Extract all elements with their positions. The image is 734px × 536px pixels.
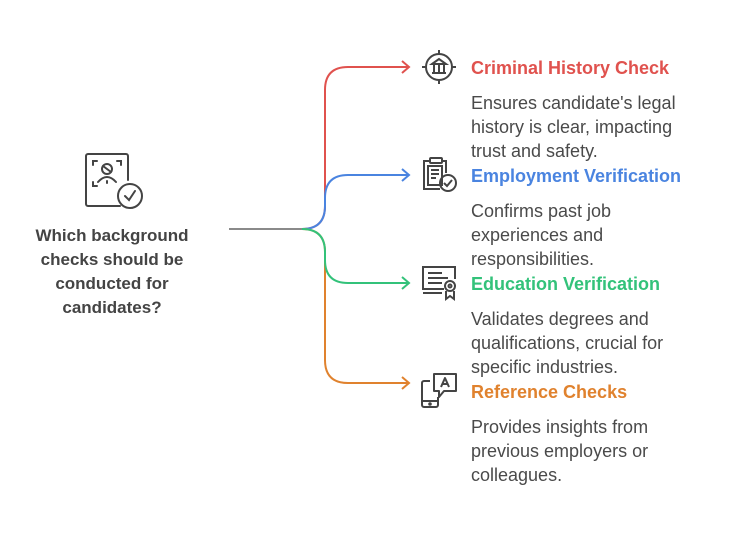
certificate-icon: [420, 263, 460, 303]
arrow-head-icon: [401, 376, 411, 390]
item-desc-reference: Provides insights from previous employer…: [471, 417, 649, 485]
item-title-employment: Employment Verification: [471, 166, 682, 186]
arrow-head-icon: [401, 60, 411, 74]
item-desc-criminal-history: Ensures candidate's legal history is cle…: [471, 93, 676, 161]
central-question: Which background checks should be conduc…: [35, 226, 189, 317]
arrow-head-icon: [401, 168, 411, 182]
clipboard-check-icon: [420, 155, 460, 195]
item-title-reference: Reference Checks: [471, 382, 628, 402]
item-title-education: Education Verification: [471, 274, 661, 294]
connector-education: [301, 228, 408, 284]
phone-chat-icon: [420, 371, 460, 411]
connector-reference: [301, 228, 408, 384]
arrow-head-icon: [401, 276, 411, 290]
item-desc-employment: Confirms past job experiences and respon…: [471, 201, 612, 269]
candidate-verification-icon: [84, 152, 148, 214]
item-desc-education: Validates degrees and qualifications, cr…: [471, 309, 664, 377]
connector-employment: [301, 174, 408, 230]
item-title-criminal-history: Criminal History Check: [471, 58, 670, 78]
courthouse-target-icon: [420, 47, 460, 87]
connector-criminal-history: [301, 66, 408, 230]
